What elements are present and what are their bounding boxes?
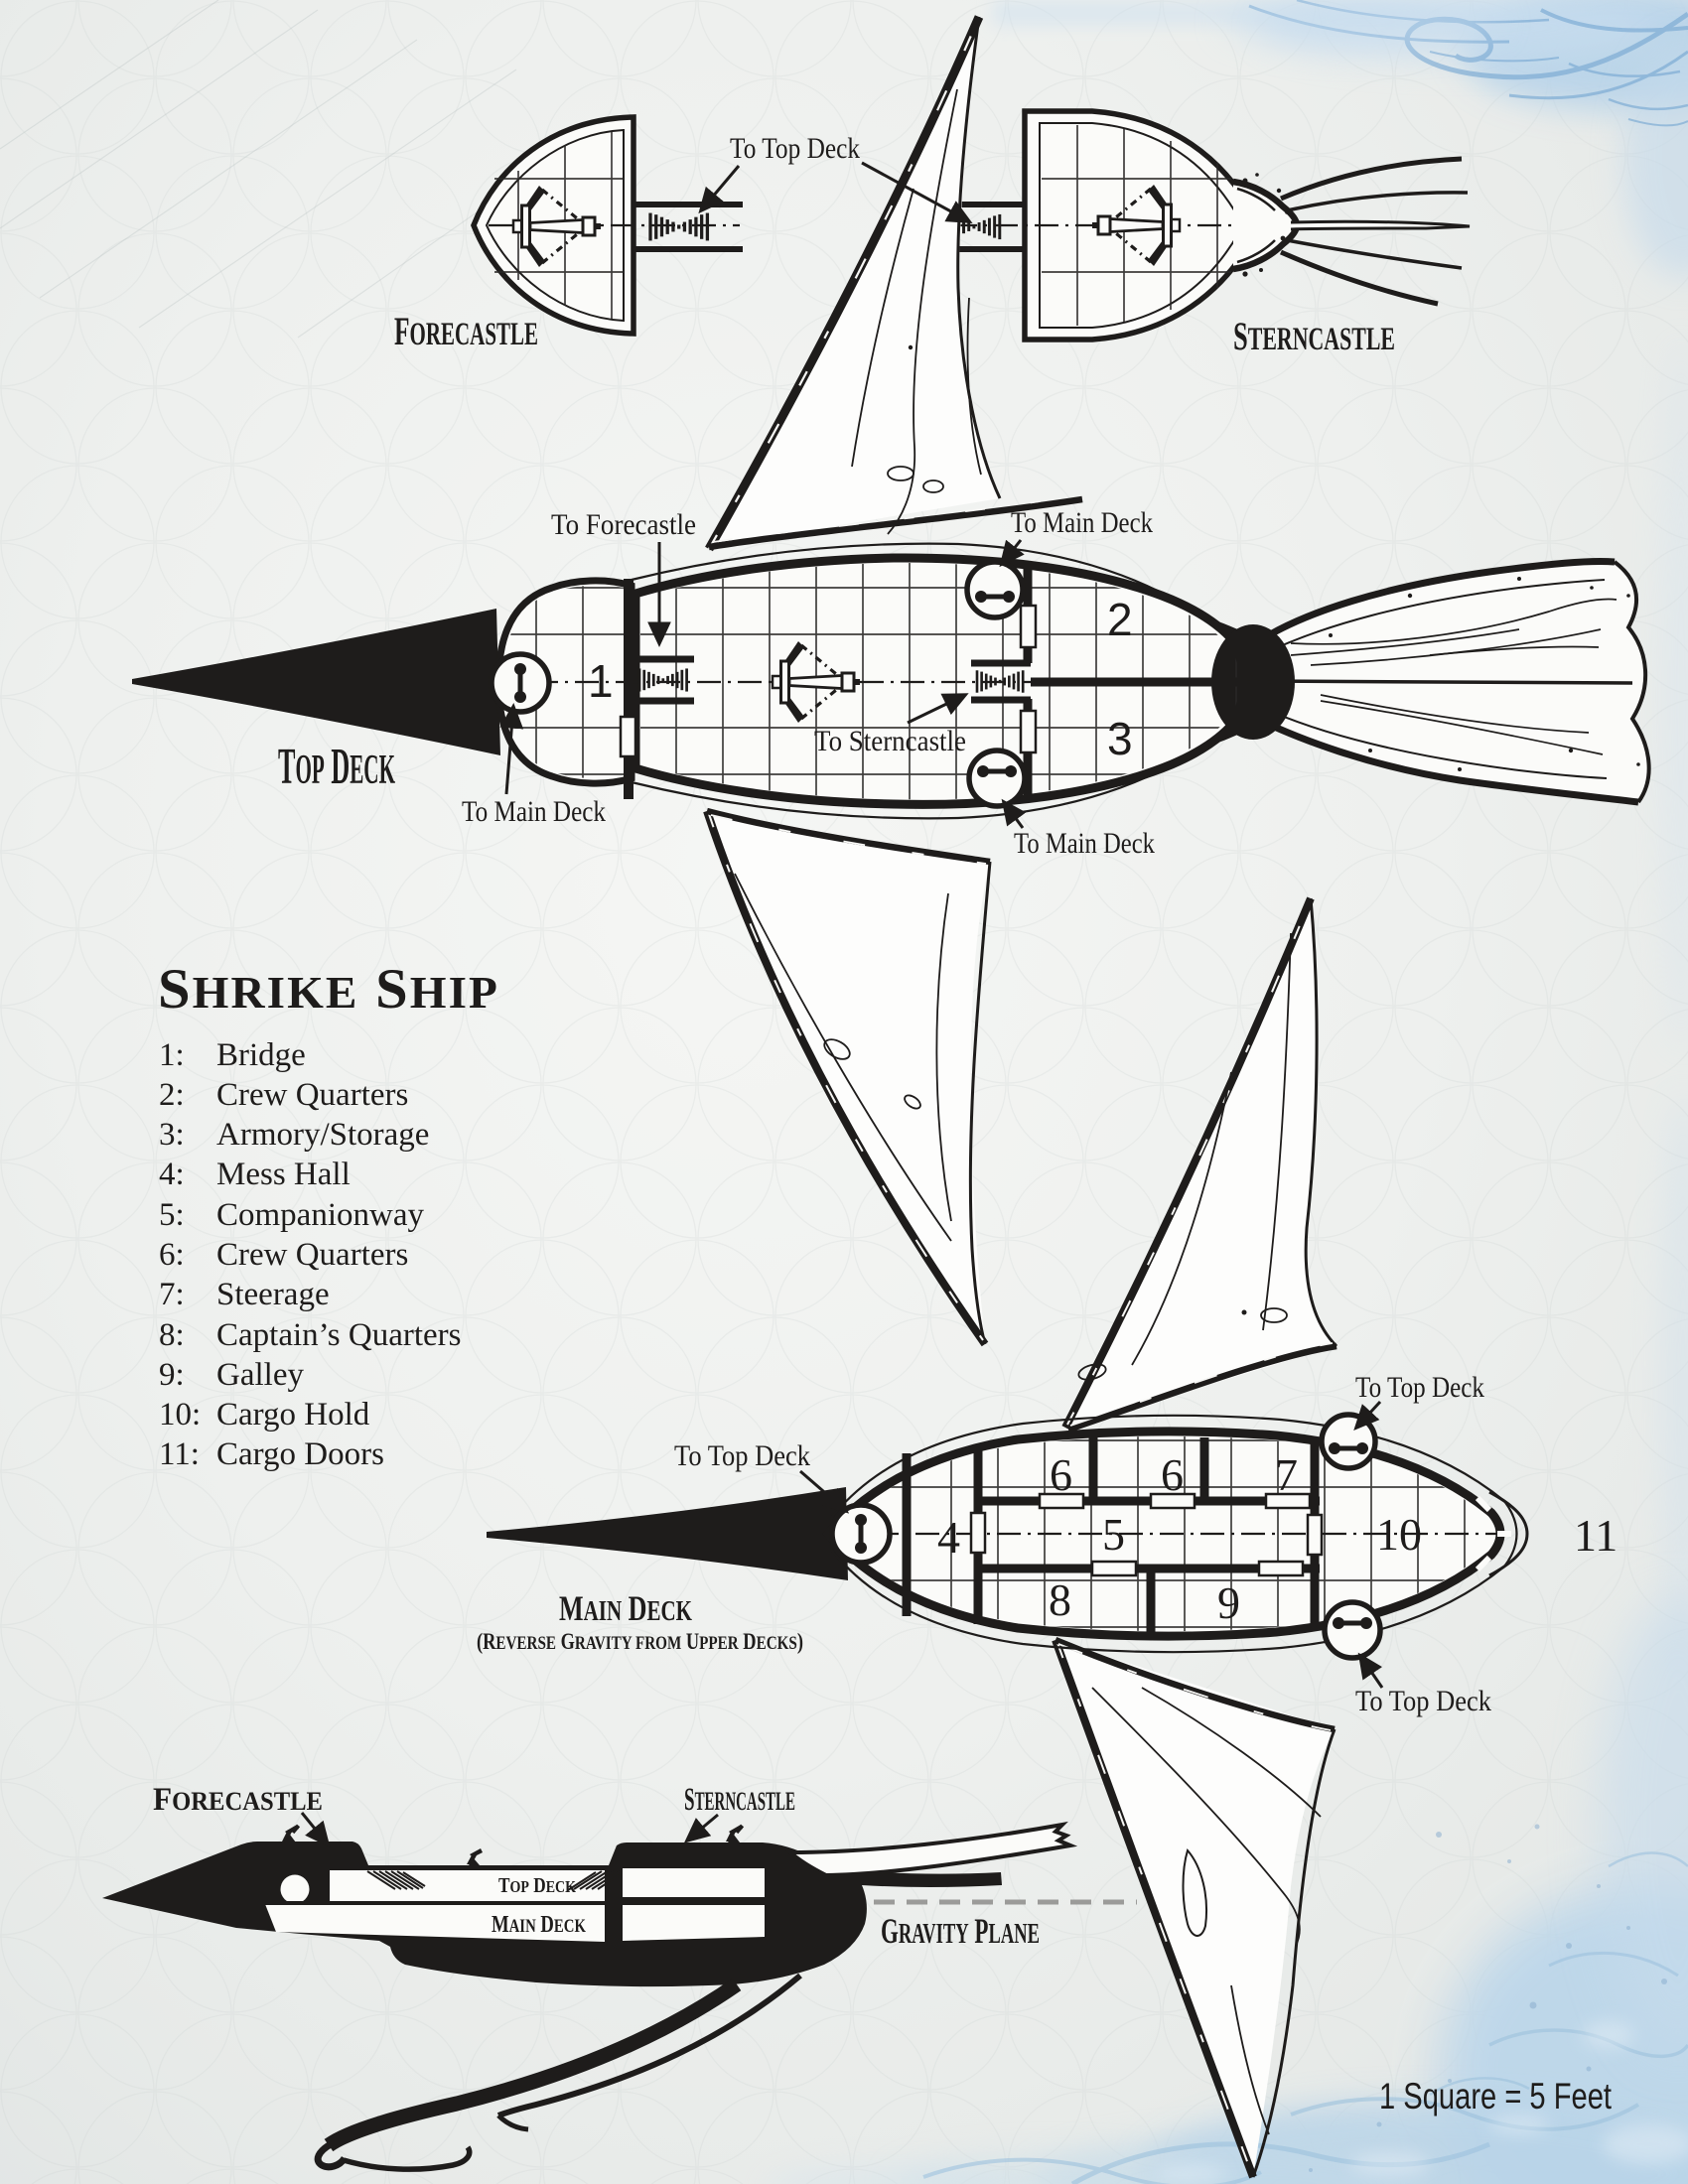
svg-text:Crew Quarters: Crew Quarters: [216, 1237, 408, 1273]
svg-text:11: 11: [1574, 1510, 1618, 1561]
svg-text:TOP DECK: TOP DECK: [498, 1873, 577, 1897]
svg-text:7: 7: [1275, 1449, 1298, 1500]
svg-text:5:: 5:: [159, 1197, 185, 1233]
svg-text:3:: 3:: [159, 1117, 185, 1153]
svg-text:6: 6: [1161, 1449, 1184, 1500]
svg-text:Cargo Hold: Cargo Hold: [216, 1397, 370, 1433]
svg-text:Galley: Galley: [216, 1357, 304, 1393]
svg-text:1: 1: [588, 655, 614, 707]
svg-text:8:: 8:: [159, 1317, 185, 1353]
svg-text:Cargo Doors: Cargo Doors: [216, 1436, 384, 1472]
svg-text:To Top Deck: To Top Deck: [1355, 1371, 1484, 1404]
svg-text:Crew Quarters: Crew Quarters: [216, 1077, 408, 1113]
svg-text:STERNCASTLE: STERNCASTLE: [1233, 314, 1395, 358]
svg-text:MAIN DECK: MAIN DECK: [559, 1588, 692, 1628]
svg-text:Captain’s Quarters: Captain’s Quarters: [216, 1317, 462, 1353]
svg-text:4:: 4:: [159, 1157, 185, 1192]
svg-text:To Top Deck: To Top Deck: [674, 1439, 810, 1472]
svg-text:2: 2: [1107, 594, 1133, 645]
svg-text:5: 5: [1102, 1509, 1125, 1560]
svg-text:To Forecastle: To Forecastle: [551, 508, 696, 541]
svg-text:FORECASTLE: FORECASTLE: [153, 1782, 323, 1818]
svg-text:6:: 6:: [159, 1237, 185, 1273]
svg-text:MAIN DECK: MAIN DECK: [492, 1912, 586, 1938]
svg-text:Companionway: Companionway: [216, 1197, 424, 1233]
svg-text:Bridge: Bridge: [216, 1037, 306, 1073]
svg-text:To Top Deck: To Top Deck: [730, 132, 860, 165]
svg-text:Armory/Storage: Armory/Storage: [216, 1117, 429, 1153]
svg-text:Steerage: Steerage: [216, 1277, 330, 1312]
svg-text:10: 10: [1376, 1509, 1422, 1560]
svg-text:3: 3: [1107, 713, 1133, 764]
svg-text:GRAVITY PLANE: GRAVITY PLANE: [881, 1911, 1040, 1951]
svg-text:10:: 10:: [159, 1397, 201, 1433]
svg-text:1 Square = 5 Feet: 1 Square = 5 Feet: [1379, 2076, 1613, 2116]
svg-text:FORECASTLE: FORECASTLE: [394, 309, 538, 353]
svg-text:Mess Hall: Mess Hall: [216, 1157, 351, 1192]
svg-text:9:: 9:: [159, 1357, 185, 1393]
svg-text:8: 8: [1049, 1574, 1071, 1625]
svg-text:2:: 2:: [159, 1077, 185, 1113]
svg-text:6: 6: [1050, 1449, 1072, 1500]
svg-text:To Top Deck: To Top Deck: [1355, 1685, 1491, 1717]
svg-text:11:: 11:: [159, 1436, 200, 1472]
svg-text:To Main Deck: To Main Deck: [462, 795, 606, 828]
svg-text:7:: 7:: [159, 1277, 185, 1312]
svg-text:To Main Deck: To Main Deck: [1014, 827, 1155, 860]
svg-text:To Main Deck: To Main Deck: [1011, 506, 1153, 539]
svg-text:9: 9: [1217, 1577, 1240, 1628]
svg-text:To Sterncastle: To Sterncastle: [814, 725, 966, 757]
svg-text:STERNCASTLE: STERNCASTLE: [684, 1782, 795, 1818]
svg-text:(REVERSE GRAVITY FROM UPPER DE: (REVERSE GRAVITY FROM UPPER DECKS): [477, 1629, 803, 1654]
svg-text:TOP DECK: TOP DECK: [278, 739, 395, 795]
svg-text:SHRIKE SHIP: SHRIKE SHIP: [158, 958, 499, 1021]
svg-text:1:: 1:: [159, 1037, 185, 1073]
svg-text:4: 4: [937, 1512, 960, 1563]
